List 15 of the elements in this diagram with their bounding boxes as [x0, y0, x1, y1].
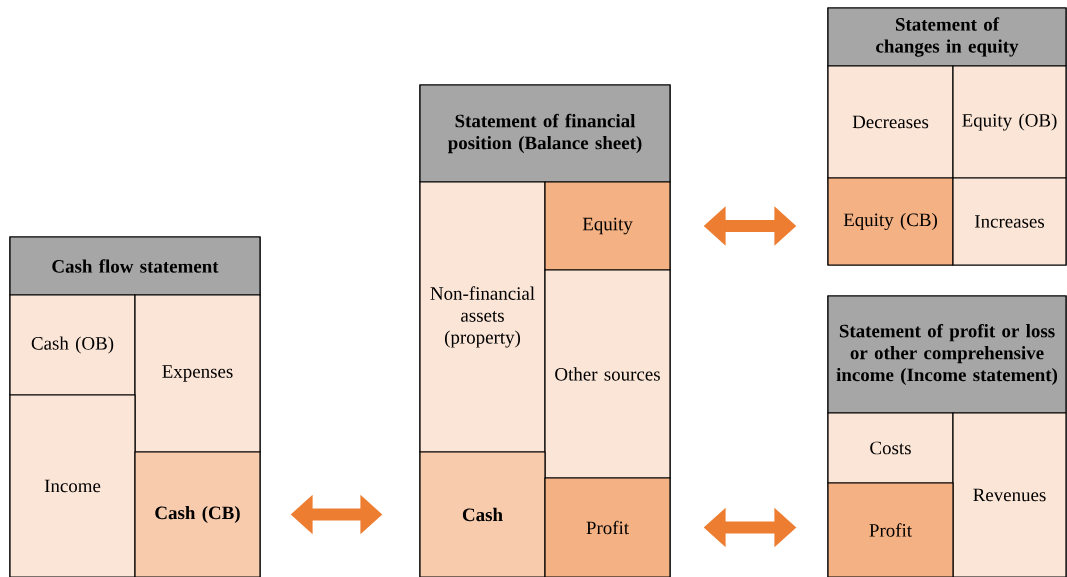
table-cell: Increases	[952, 177, 1067, 266]
table-cell: Cash (CB)	[134, 451, 261, 577]
table-cell: Decreases	[827, 65, 954, 179]
table-cell: Equity	[544, 181, 671, 271]
table-cell: Income	[9, 394, 136, 577]
table-cell: Cash (OB)	[9, 294, 136, 396]
table-cell: Equity (CB)	[827, 177, 954, 266]
table-cell: Profit	[544, 477, 671, 577]
table-cell: Other sources	[544, 269, 671, 479]
table-cell: Cash	[419, 451, 546, 577]
table-cell: Expenses	[134, 294, 261, 453]
table-cell: Costs	[827, 412, 954, 484]
table-cell: Non-financial assets (property)	[419, 181, 546, 453]
table-cell: Profit	[827, 482, 954, 577]
table-cell: Equity (OB)	[952, 65, 1067, 179]
